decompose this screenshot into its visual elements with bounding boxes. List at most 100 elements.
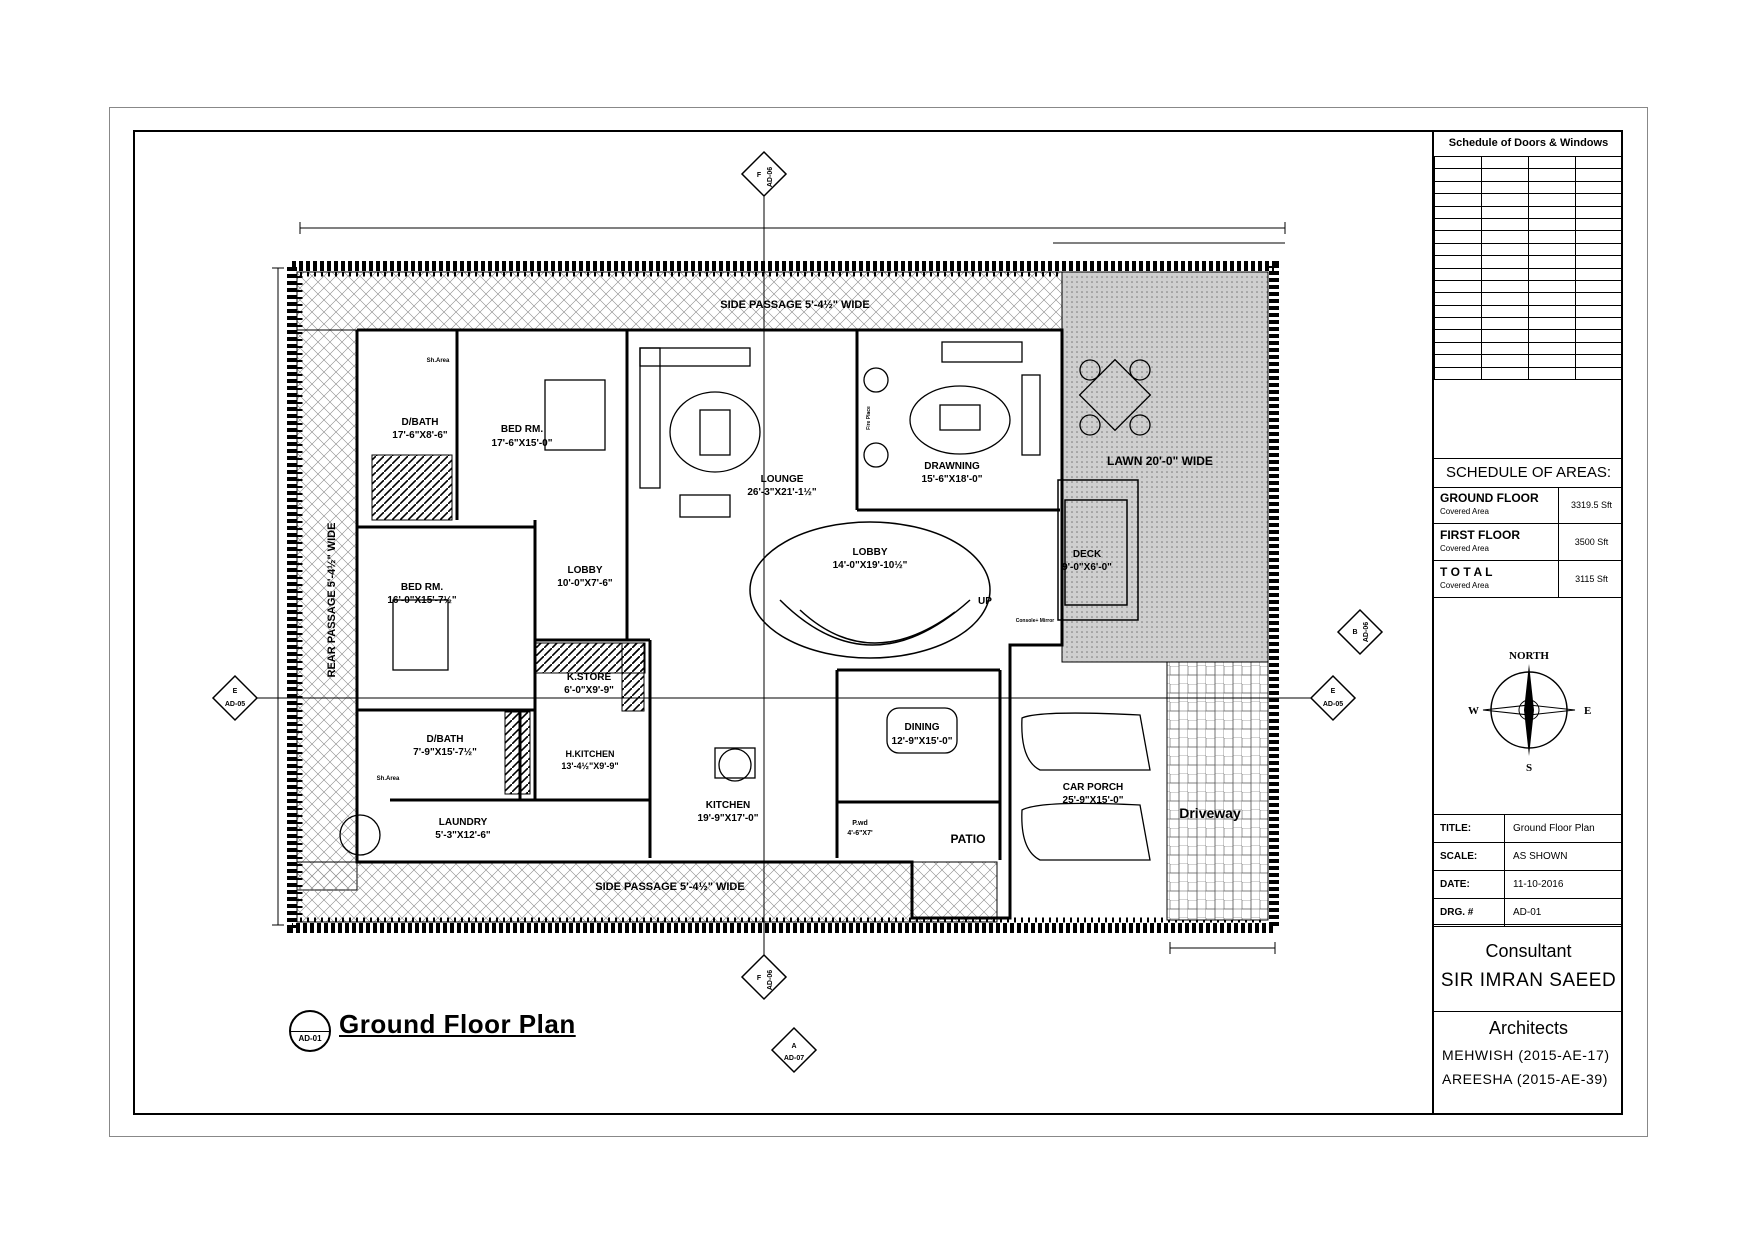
consultant-name: SIR IMRAN SAEED <box>1440 970 1617 991</box>
svg-text:B: B <box>1352 629 1357 636</box>
north-arrow: NORTH S E W <box>1434 604 1623 815</box>
svg-text:AD-06: AD-06 <box>767 970 774 990</box>
building-walls <box>355 328 1064 920</box>
svg-text:AD-05: AD-05 <box>1323 701 1343 708</box>
area-row: GROUND FLOOR Covered Area 3319.5 Sft <box>1434 487 1623 524</box>
lobby2-dim: 14'-0"X19'-10½" <box>833 560 908 571</box>
consultant-label: Consultant <box>1485 941 1572 961</box>
lawn <box>1061 271 1269 663</box>
dbath1-name: D/BATH <box>401 417 438 428</box>
schedule-row <box>1434 205 1623 219</box>
rear-passage-label: REAR PASSAGE 5'-4½" WIDE <box>326 523 338 678</box>
stair-up-label: UP <box>978 596 992 607</box>
furniture <box>339 341 1152 861</box>
lounge-dim: 26'-3"X21'-1½" <box>747 487 817 498</box>
driveway-label: Driveway <box>1179 805 1241 821</box>
kitchen-name: KITCHEN <box>706 800 750 811</box>
kstore-dim: 6'-0"X9'-9" <box>564 685 614 696</box>
schedule-row <box>1434 317 1623 331</box>
schedule-of-areas-title: SCHEDULE OF AREAS: <box>1434 458 1623 488</box>
bed1-name: BED RM. <box>501 424 543 435</box>
side-passage-top-label: SIDE PASSAGE 5'-4½" WIDE <box>720 299 869 311</box>
info-date-row: DATE: 11-10-2016 <box>1434 871 1623 899</box>
lobby-curved-stair <box>749 521 991 659</box>
passage-lattice <box>296 271 1068 923</box>
consultant-block: Consultant SIR IMRAN SAEED <box>1434 924 1623 1012</box>
drawing-name: DRAWNING <box>924 461 980 472</box>
lawn-label: LAWN 20'-0" WIDE <box>1107 454 1213 468</box>
dining-dim: 12'-9"X15'-0" <box>892 736 953 747</box>
schedule-row <box>1434 155 1623 170</box>
lobby1-name: LOBBY <box>568 565 603 576</box>
svg-text:E: E <box>1331 688 1336 695</box>
section-lines <box>235 175 1330 955</box>
architects-label: Architects <box>1488 1018 1569 1038</box>
patio-label: PATIO <box>951 832 986 846</box>
schedule-row <box>1434 193 1623 207</box>
architects-block: Architects MEHWISH (2015-AE-17) AREESHA … <box>1434 1010 1623 1115</box>
info-scale-row: SCALE: AS SHOWN <box>1434 843 1623 871</box>
schedule-row <box>1434 242 1623 257</box>
schedule-row <box>1434 341 1623 356</box>
kstore-name: K.STORE <box>567 672 612 683</box>
lobby1-dim: 10'-0"X7'-6" <box>557 578 613 589</box>
drawing-dim: 15'-6"X18'-0" <box>922 474 983 485</box>
schedule-row <box>1434 279 1623 294</box>
bed2-dim: 16'-0"X15'-7½" <box>387 595 457 606</box>
sh-area-label: Sh.Area <box>427 358 450 364</box>
schedule-row <box>1434 354 1623 368</box>
svg-text:AD-05: AD-05 <box>225 701 245 708</box>
pwd-name: P.wd <box>852 820 867 827</box>
architect-2: AREESHA (2015-AE-39) <box>1442 1071 1609 1087</box>
svg-text:AD-06: AD-06 <box>1363 622 1370 642</box>
deck <box>1057 479 1139 621</box>
dimension-lines <box>272 222 1286 954</box>
hkitchen-dim: 13'-4½"X9'-9" <box>561 761 618 771</box>
info-title-row: TITLE: Ground Floor Plan <box>1434 815 1623 843</box>
sheet-inner-border <box>133 130 1623 1115</box>
svg-text:F: F <box>757 975 762 982</box>
laundry-dim: 5'-3"X12'-6" <box>435 830 491 841</box>
hkitchen-name: H.KITCHEN <box>566 749 615 759</box>
section-markers <box>211 150 1384 1074</box>
section-marker-labels: F AD-06 F AD-06 E AD-05 E AD-05 B AD-06 … <box>225 167 1370 1062</box>
schedule-row <box>1434 329 1623 343</box>
schedule-row <box>1434 180 1623 195</box>
deck-name: DECK <box>1073 549 1102 560</box>
svg-text:AD-06: AD-06 <box>767 167 774 187</box>
dining-name: DINING <box>905 722 940 733</box>
area-row: T O T A L Covered Area 3115 Sft <box>1434 561 1623 598</box>
pwd-dim: 4'-6"X7' <box>847 830 873 837</box>
title-block: Schedule of Doors & Windows SCHEDULE OF … <box>1432 130 1623 1115</box>
lounge-name: LOUNGE <box>761 474 804 485</box>
architect-1: MEHWISH (2015-AE-17) <box>1442 1047 1610 1063</box>
schedule-row <box>1434 255 1623 269</box>
schedule-row <box>1434 168 1623 182</box>
laundry-name: LAUNDRY <box>439 817 488 828</box>
schedule-row <box>1434 217 1623 232</box>
room-labels: SIDE PASSAGE 5'-4½" WIDE SIDE PASSAGE 5'… <box>326 299 1241 893</box>
compass-north: NORTH <box>1509 650 1549 662</box>
fire-place-label: Fire Place <box>866 406 872 430</box>
svg-text:A: A <box>791 1043 796 1050</box>
schedule-row <box>1434 230 1623 244</box>
lobby2-name: LOBBY <box>853 547 888 558</box>
deck-dim: 9'-0"X6'-0" <box>1062 562 1112 573</box>
dbath2-name: D/BATH <box>426 734 463 745</box>
compass-east: E <box>1584 705 1591 717</box>
schedule-row <box>1434 366 1623 381</box>
kitchen-dim: 19'-9"X17'-0" <box>698 813 759 824</box>
bed2-name: BED RM. <box>401 582 443 593</box>
bed1-dim: 17'-6"X15'-0" <box>492 438 553 449</box>
dbath1-dim: 17'-6"X8'-6" <box>392 430 448 441</box>
driveway-pavers <box>1166 661 1269 921</box>
schedule-row <box>1434 292 1623 306</box>
drawing-ref-bubble: AD-01 <box>289 1010 331 1052</box>
side-passage-bottom-label: SIDE PASSAGE 5'-4½" WIDE <box>595 881 744 893</box>
schedule-row <box>1434 267 1623 281</box>
compass-west: W <box>1468 705 1479 717</box>
svg-text:F: F <box>757 172 762 179</box>
schedule-row <box>1434 304 1623 319</box>
area-row: FIRST FLOOR Covered Area 3500 Sft <box>1434 524 1623 561</box>
